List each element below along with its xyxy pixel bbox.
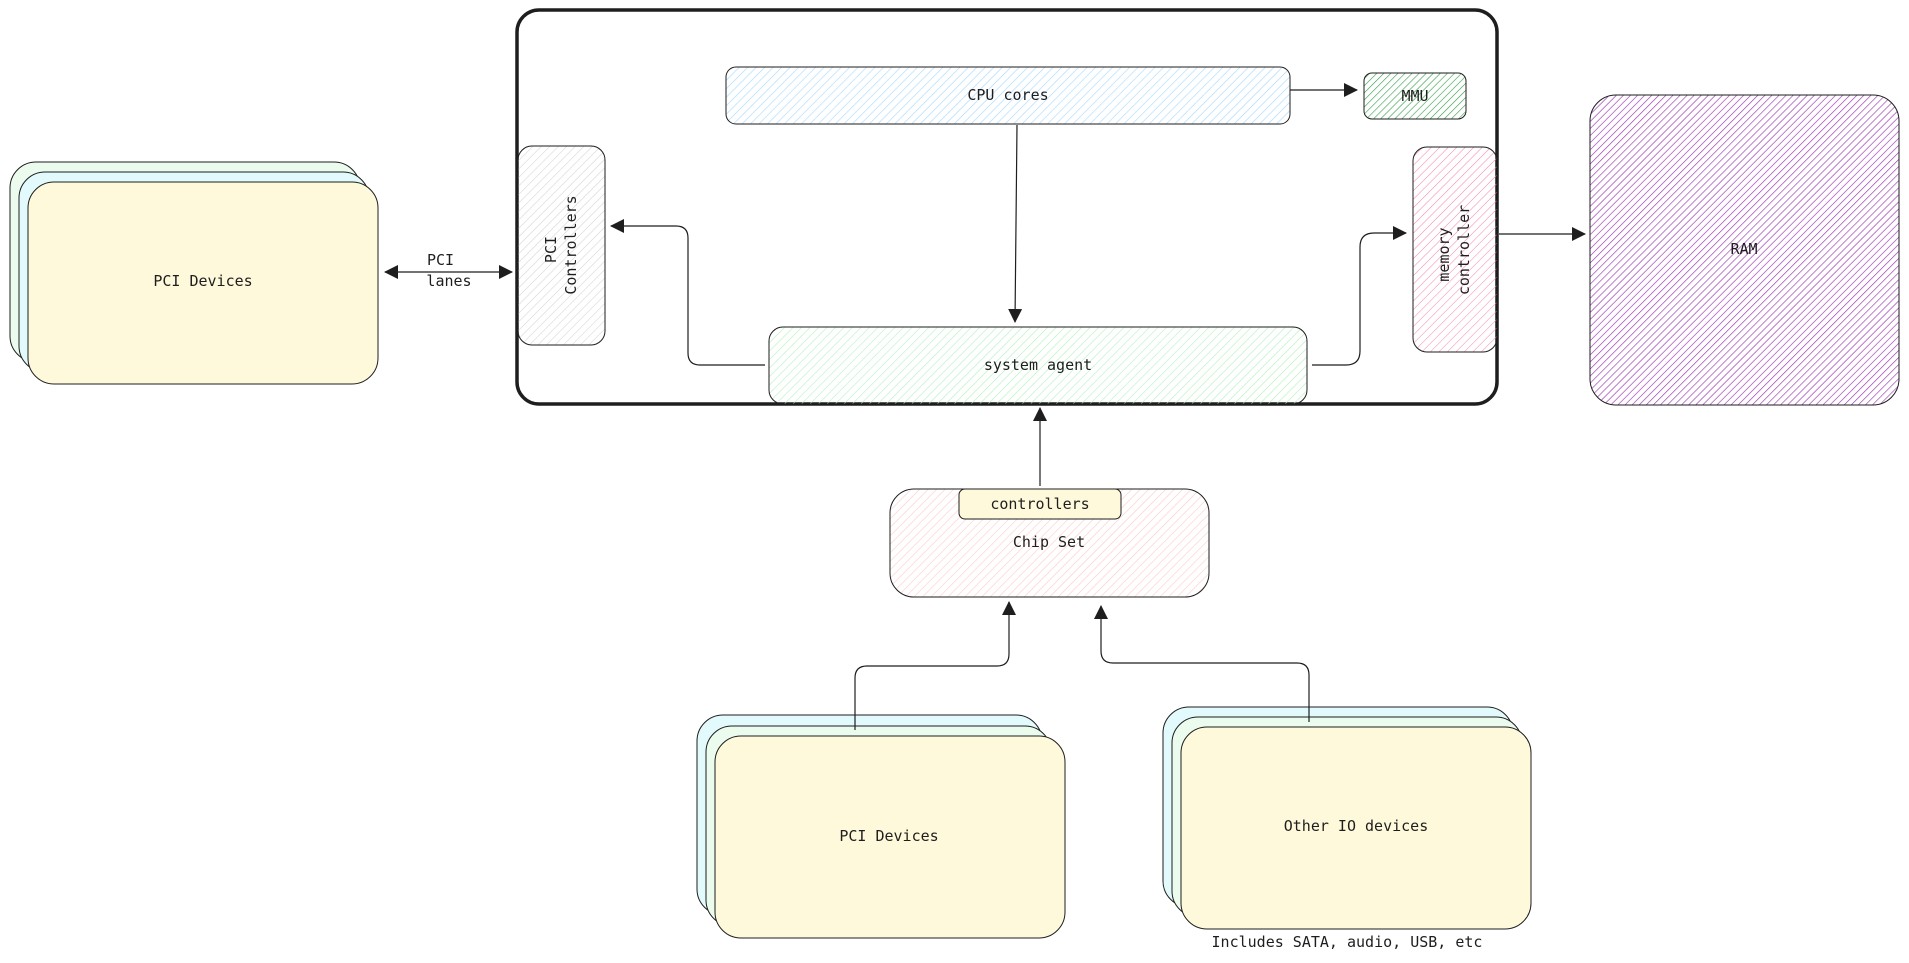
- system-agent-to-pci-controllers-arrow: [610, 219, 765, 366]
- pci-controllers-line2: Controllers: [562, 195, 580, 294]
- cpu-cores-label: CPU cores: [967, 86, 1048, 104]
- system-agent-label: system agent: [984, 356, 1092, 374]
- memory-controller-line1: memory: [1435, 227, 1453, 281]
- system-agent-box[interactable]: system agent: [768, 326, 1308, 405]
- pci-controllers-line1: PCI: [542, 236, 560, 263]
- other-io-devices-label: Other IO devices: [1284, 817, 1429, 835]
- pci-lanes-line1: PCI: [427, 251, 454, 269]
- chipset-controllers-label: controllers: [990, 495, 1089, 513]
- mmu-label: MMU: [1401, 87, 1428, 105]
- memory-controller-box[interactable]: memory controller: [1412, 146, 1498, 353]
- cpu-cores-box[interactable]: CPU cores: [725, 66, 1291, 125]
- pci-devices-left-label: PCI Devices: [153, 272, 252, 290]
- other-io-devices-note: Includes SATA, audio, USB, etc: [1212, 933, 1483, 951]
- pci-lanes-line2: lanes: [426, 272, 471, 290]
- chipset-controllers-box[interactable]: controllers: [958, 488, 1122, 520]
- other-io-to-chipset-arrow: [1094, 605, 1310, 722]
- pci-devices-bottom-stack[interactable]: PCI Devices: [696, 714, 1066, 939]
- chip-set-label: Chip Set: [1013, 533, 1085, 551]
- other-io-devices-front: [1180, 726, 1532, 930]
- pci-controllers-box[interactable]: PCI Controllers: [517, 145, 606, 346]
- pci-devices-left-front: [27, 181, 379, 385]
- ram-label: RAM: [1730, 240, 1757, 258]
- cores-to-system-agent-arrow: [1008, 124, 1023, 323]
- other-io-devices-stack[interactable]: Other IO devices: [1162, 706, 1532, 930]
- pci-devices-left-stack[interactable]: PCI Devices: [9, 161, 379, 385]
- ram-box[interactable]: RAM: [1589, 94, 1900, 406]
- pci-devices-to-chipset-arrow: [854, 601, 1016, 730]
- memory-controller-line2: controller: [1455, 205, 1473, 295]
- mmu-box[interactable]: MMU: [1363, 72, 1467, 120]
- memory-controller-label: memory controller: [1435, 205, 1473, 295]
- pci-controllers-label: PCI Controllers: [542, 195, 580, 294]
- pci-devices-bottom-label: PCI Devices: [839, 827, 938, 845]
- pci-lanes-label: PCI lanes: [426, 251, 471, 290]
- pci-devices-bottom-front: [714, 735, 1066, 939]
- system-agent-to-memory-controller-arrow: [1312, 226, 1407, 366]
